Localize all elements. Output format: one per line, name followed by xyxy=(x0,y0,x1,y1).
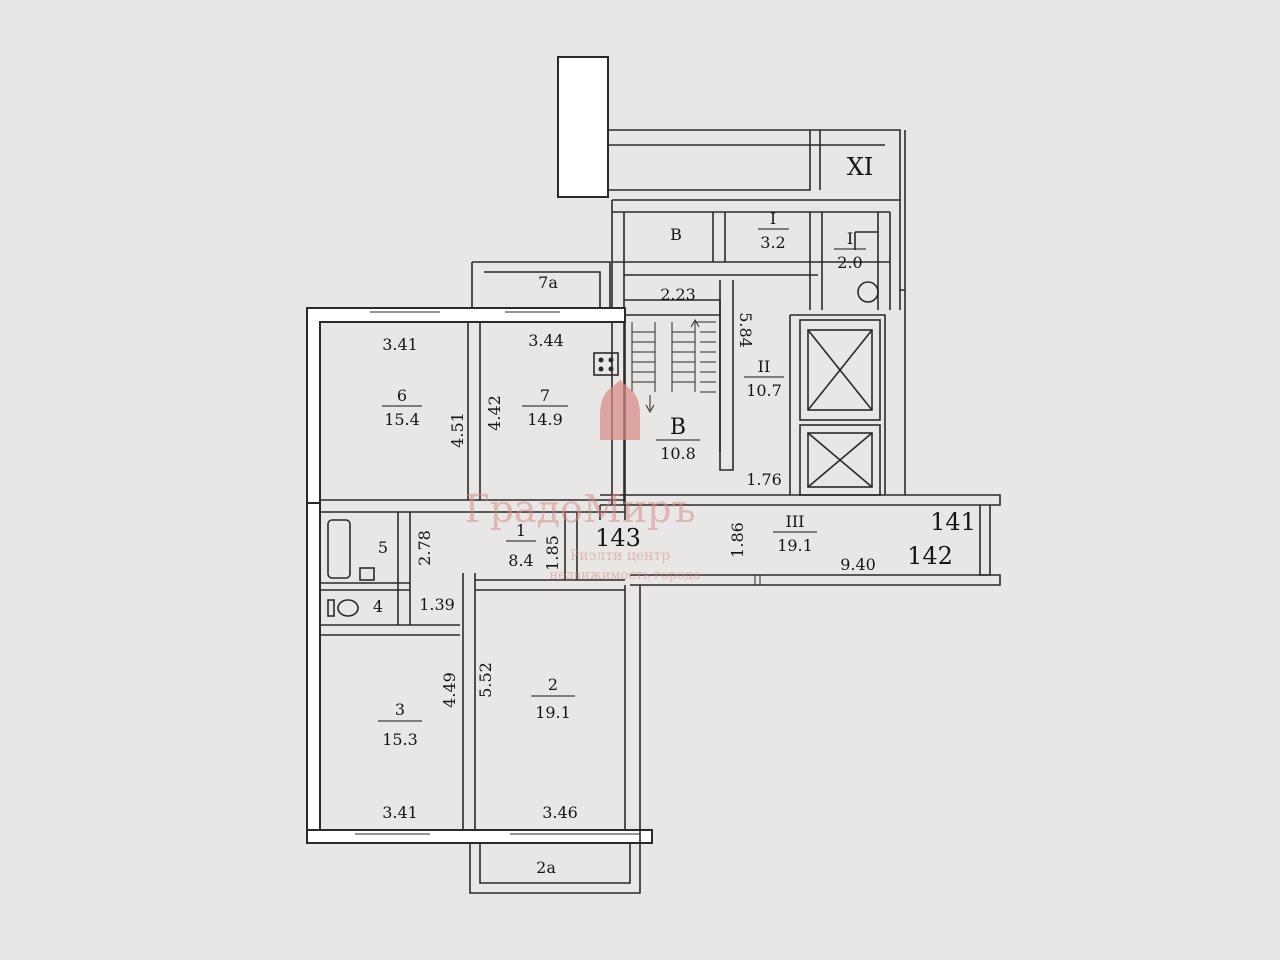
watermark-brand: ГрадоМиръ xyxy=(464,487,695,531)
apt-142: 142 xyxy=(907,542,953,570)
label-II-area: 10.7 xyxy=(746,381,782,400)
label-1-num: 1 xyxy=(516,521,526,540)
dim-6-h: 4.51 xyxy=(448,412,467,448)
dim-2-w: 3.46 xyxy=(542,803,578,822)
dim-5-h: 2.78 xyxy=(415,530,434,566)
apt-141: 141 xyxy=(930,508,976,536)
label-cI_b-num: I xyxy=(847,229,853,248)
dim-3-h: 4.49 xyxy=(440,672,459,708)
label-cI_b-area: 2.0 xyxy=(837,253,862,272)
label-III-num: III xyxy=(786,512,805,531)
apt-143: 143 xyxy=(595,524,641,552)
label-6-num: 6 xyxy=(397,386,407,405)
watermark-line2: недвижимость города xyxy=(549,568,700,583)
label-stairB-num: В xyxy=(670,415,686,440)
label-5-num: 5 xyxy=(378,538,388,557)
label-II-num: II xyxy=(758,357,771,376)
label-6-area: 15.4 xyxy=(384,410,420,429)
dim-3-w: 3.41 xyxy=(382,803,418,822)
label-1-area: 8.4 xyxy=(508,551,533,570)
dim-III-w: 9.40 xyxy=(840,555,876,574)
label-XI: XI xyxy=(847,153,874,181)
room-labels: XI В 2.23 I 3.2 I 2.0 7а 3.41 6 15.4 4.5… xyxy=(373,153,976,877)
dim-1-h: 1.85 xyxy=(543,535,562,571)
dim-II-h: 5.84 xyxy=(736,312,755,348)
dim-4-w: 1.39 xyxy=(419,595,455,614)
dim-III-h: 1.86 xyxy=(728,522,747,558)
shaft-block xyxy=(557,56,609,198)
label-7a: 7а xyxy=(538,273,558,292)
dim-7-w: 3.44 xyxy=(528,331,564,350)
label-topB: В xyxy=(670,225,682,244)
dim-6-w: 3.41 xyxy=(382,335,418,354)
label-III-area: 19.1 xyxy=(777,536,813,555)
label-4-num: 4 xyxy=(373,597,383,616)
dim-2-h: 5.52 xyxy=(476,662,495,698)
label-2a: 2а xyxy=(536,858,556,877)
label-3-area: 15.3 xyxy=(382,730,418,749)
label-2-num: 2 xyxy=(548,675,558,694)
dim-topB-w: 2.23 xyxy=(660,285,696,304)
top-outer-wall xyxy=(306,307,626,504)
label-stairB-area: 10.8 xyxy=(660,444,696,463)
watermark: ГрадоМиръ Риэлти центр недвижимость горо… xyxy=(464,380,701,583)
dim-7-h: 4.42 xyxy=(485,395,504,431)
label-2-area: 19.1 xyxy=(535,703,571,722)
label-7-num: 7 xyxy=(540,386,550,405)
watermark-line1: Риэлти центр xyxy=(570,548,670,564)
dim-II-w: 1.76 xyxy=(746,470,782,489)
walls xyxy=(306,56,1001,894)
label-7-area: 14.9 xyxy=(527,410,563,429)
label-cI_a-area: 3.2 xyxy=(760,233,785,252)
left-outer-wall xyxy=(306,502,321,844)
label-cI_a-num: I xyxy=(770,209,776,228)
watermark-logo xyxy=(600,380,640,440)
label-3-num: 3 xyxy=(395,700,405,719)
bottom-outer-wall xyxy=(306,829,653,844)
